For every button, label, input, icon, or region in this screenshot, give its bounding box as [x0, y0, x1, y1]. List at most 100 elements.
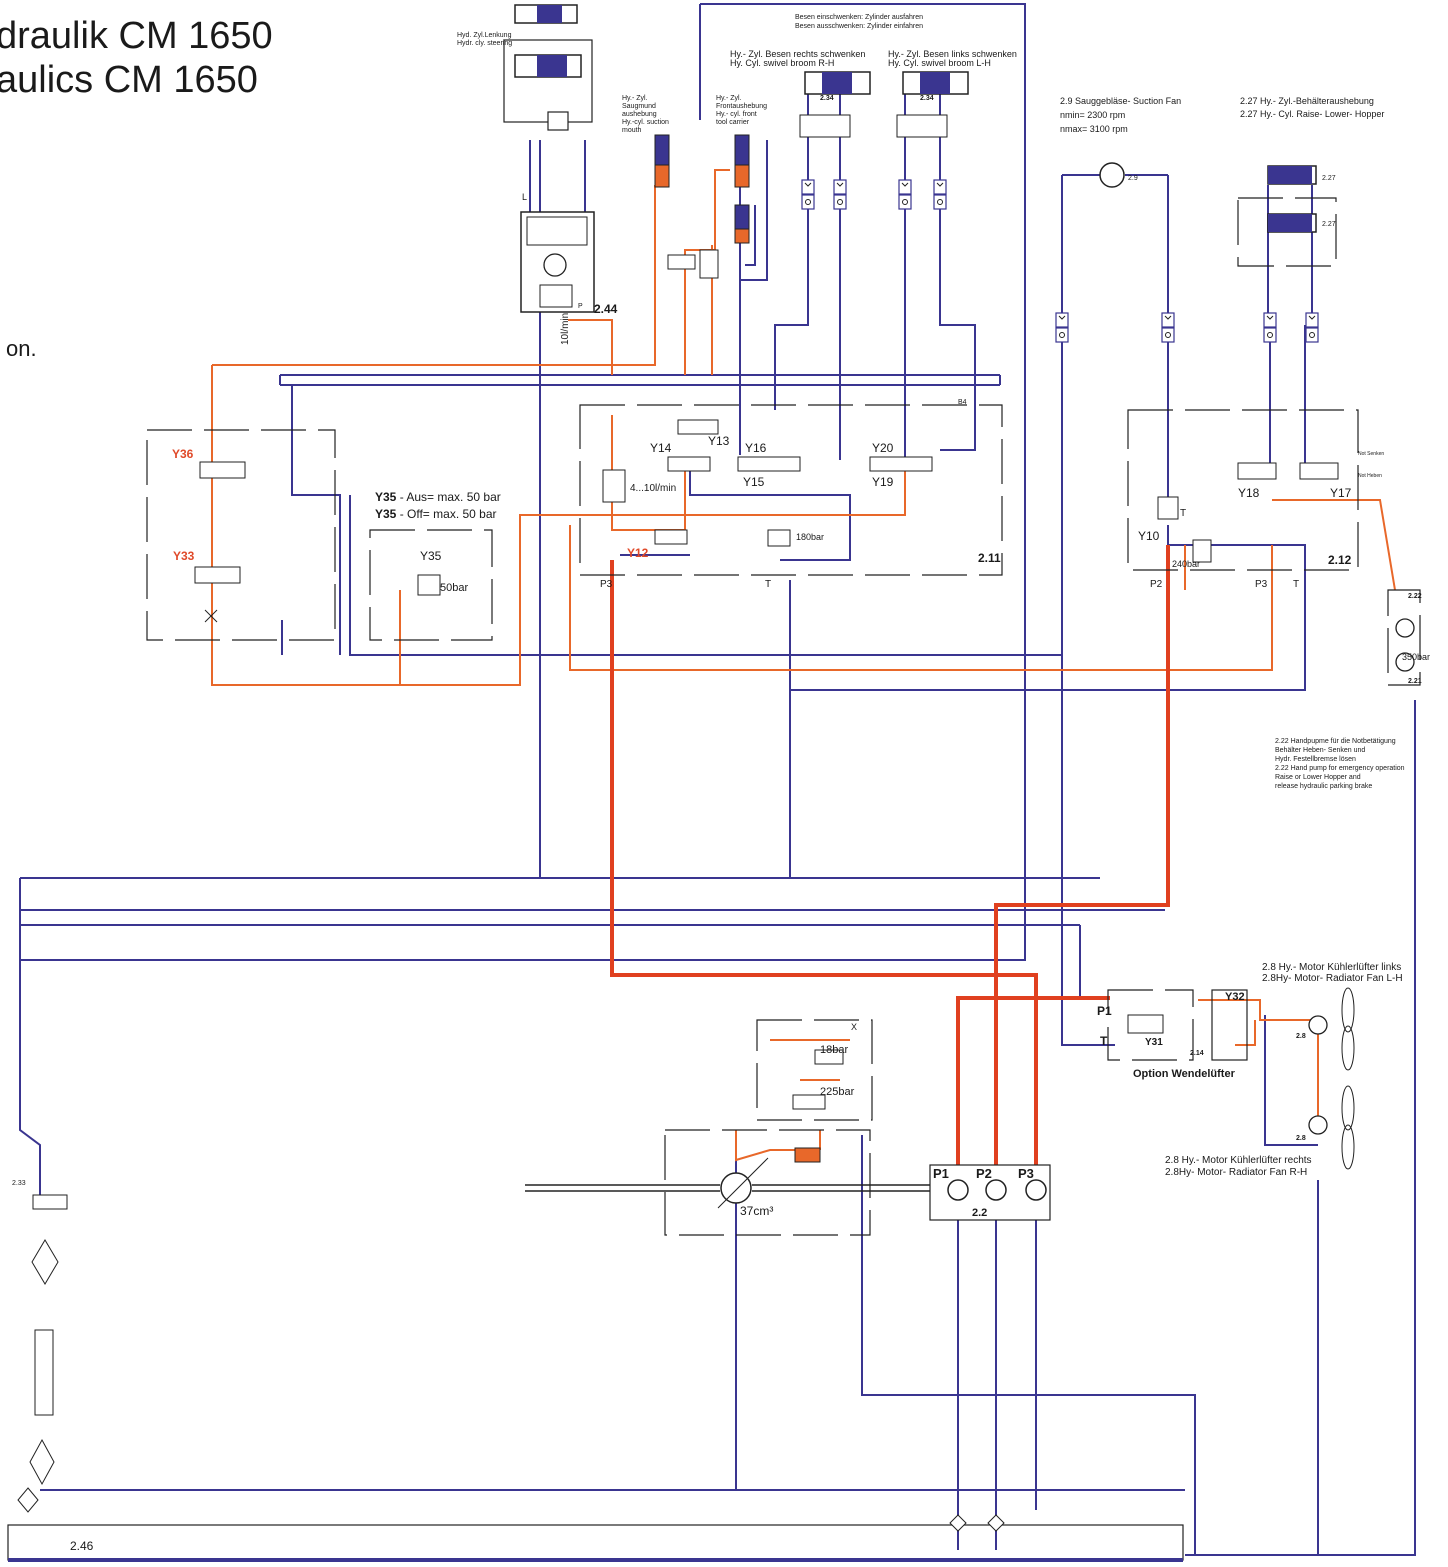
port-p-steering: P [578, 303, 583, 310]
valve-block-2-12 [1157, 462, 1339, 563]
valve-y31: Y31 [1145, 1037, 1163, 1048]
title-line-3: on. [6, 336, 37, 361]
svg-text:Hy.- Zyl.: Hy.- Zyl. [622, 95, 648, 102]
option-reverse-fan-label: Option Wendelüfter [1133, 1068, 1236, 1080]
valve-y33: Y33 [173, 549, 195, 563]
broom-lh-label-1: Hy.- Zyl. Besen links schwenken [888, 49, 1017, 59]
pressure-350bar: 350bar [1402, 652, 1430, 662]
valve-y36: Y36 [172, 447, 194, 461]
title-line-1: draulik CM 1650 [0, 15, 273, 57]
svg-text:Raise or Lower Hopper and: Raise or Lower Hopper and [1275, 774, 1361, 781]
valve-y14: Y14 [650, 441, 672, 455]
hopper-cylinders [1267, 165, 1317, 233]
left-valve-group [194, 461, 441, 623]
component-2-2: 2.2 [972, 1207, 987, 1219]
not-heben-label: Not Heben [1358, 473, 1382, 479]
broom-rh-label-2: Hy. Cyl. swivel broom R-H [730, 58, 834, 68]
svg-text:aushebung: aushebung [622, 111, 657, 118]
component-2-22: 2.22 [1408, 593, 1422, 600]
valve-y15: Y15 [743, 475, 765, 489]
component-2-9: 2.9 [1128, 175, 1138, 182]
svg-text:Hy.-cyl. suction: Hy.-cyl. suction [622, 119, 669, 126]
component-2-27-a: 2.27 [1322, 175, 1336, 182]
port-t-2-14: T [1100, 1034, 1108, 1048]
port-t-2-11: T [765, 579, 771, 590]
steering-cyl-label-1: Hyd. Zyl.Lenkung [457, 32, 512, 39]
dashed-boxes [146, 197, 1421, 1236]
broom-cylinders [799, 71, 969, 138]
fan-lh-label-2: 2.8Hy- Motor- Radiator Fan L-H [1262, 973, 1403, 984]
valve-y35: Y35 [420, 549, 442, 563]
suction-fan-label-2: nmin= 2300 rpm [1060, 110, 1125, 120]
valve-y16: Y16 [745, 441, 767, 455]
pump-p3: P3 [1018, 1166, 1034, 1181]
steering-cyl-label-2: Hydr. cly. steering [457, 40, 512, 47]
filter-column [7, 1194, 1184, 1562]
svg-text:Hydr. Festellbremse lösen: Hydr. Festellbremse lösen [1275, 756, 1356, 763]
pressure-50bar: 50bar [440, 582, 468, 594]
component-2-21: 2.21 [1408, 678, 1422, 685]
broom-note-2: Besen ausschwenken: Zylinder einfahren [795, 23, 923, 30]
valve-y13: Y13 [708, 434, 730, 448]
valve-y18: Y18 [1238, 486, 1260, 500]
steering-assembly [503, 4, 595, 313]
component-2-34-b: 2.34 [920, 95, 934, 102]
suction-fan-label-1: 2.9 Sauggebläse- Suction Fan [1060, 96, 1181, 106]
component-2-27-b: 2.27 [1322, 221, 1336, 228]
pressure-18bar: 18bar [820, 1044, 848, 1056]
port-x: X [851, 1022, 857, 1032]
valve-y10: Y10 [1138, 529, 1160, 543]
component-2-34-a: 2.34 [820, 95, 834, 102]
broom-rh-label-1: Hy.- Zyl. Besen rechts schwenken [730, 49, 865, 59]
pressure-180bar: 180bar [796, 532, 824, 542]
fan-rh-label-2: 2.8Hy- Motor- Radiator Fan R-H [1165, 1167, 1307, 1178]
title-line-2: aulics CM 1650 [0, 59, 258, 101]
return-lines [19, 3, 1416, 1556]
broom-lh-label-2: Hy. Cyl. swivel broom L-H [888, 58, 991, 68]
not-senken-label: Not Senken [1358, 451, 1384, 457]
port-t-2-12: T [1293, 579, 1299, 590]
radiator-fans [1211, 987, 1355, 1170]
pressure-225bar: 225bar [820, 1086, 855, 1098]
fan-rh-label-1: 2.8 Hy.- Motor Kühlerlüfter rechts [1165, 1155, 1312, 1166]
pump-p2: P2 [976, 1166, 992, 1181]
front-cylinders [654, 134, 750, 279]
valve-y12: Y12 [627, 546, 649, 560]
port-p1-2-14: P1 [1097, 1004, 1112, 1018]
hopper-label-1: 2.27 Hy.- Zyl.-Behälteraushebung [1240, 96, 1374, 106]
component-2-12: 2.12 [1328, 553, 1352, 567]
pump-p1: P1 [933, 1166, 949, 1181]
reverse-fan-valve [1127, 1014, 1164, 1034]
pressure-240bar: 240bar [1172, 559, 1200, 569]
hand-pump [1395, 618, 1415, 672]
hand-pump-label: 2.22 Handpupme für die Notbetätigung Beh… [1275, 738, 1405, 790]
component-2-14: 2.14 [1190, 1050, 1204, 1057]
front-lift-cyl-label: Hy.- Zyl. Frontaushebung Hy.- cyl. front… [716, 95, 767, 126]
port-b4: B4 [958, 399, 967, 406]
svg-text:2.22 Hand pump for emergency o: 2.22 Hand pump for emergency operation [1275, 765, 1405, 772]
main-pump [525, 1049, 1051, 1221]
svg-text:release hydraulic parking brak: release hydraulic parking brake [1275, 783, 1372, 790]
pump-displacement: 37cm³ [740, 1204, 773, 1218]
flow-4-10-lmin: 4...10l/min [630, 483, 676, 494]
svg-text:Hy.- Zyl.: Hy.- Zyl. [716, 95, 742, 102]
flow-10-lmin: 10l/min [560, 313, 571, 345]
valve-y32: Y32 [1225, 991, 1245, 1003]
valve-y17: Y17 [1330, 486, 1352, 500]
port-p2-2-12: P2 [1150, 579, 1163, 590]
svg-text:Behälter Heben- Senken und: Behälter Heben- Senken und [1275, 747, 1365, 754]
quick-couplings [801, 179, 1319, 343]
y35-note-1: Y35 - Aus= max. 50 bar [375, 490, 501, 504]
svg-text:2.22 Handpupme für die Notbetä: 2.22 Handpupme für die Notbetätigung [1275, 738, 1396, 745]
port-t-y10: T [1180, 508, 1186, 519]
suction-mouth-cyl-label: Hy.- Zyl. Saugmund aushebung Hy.-cyl. su… [622, 95, 669, 134]
component-2-33: 2.33 [12, 1180, 26, 1187]
fan-lh-label-1: 2.8 Hy.- Motor Kühlerlüfter links [1262, 962, 1401, 973]
component-2-44: 2.44 [594, 302, 618, 316]
svg-text:tool carrier: tool carrier [716, 119, 750, 126]
suction-fan-label-3: nmax= 3100 rpm [1060, 124, 1128, 134]
component-2-8-a: 2.8 [1296, 1033, 1306, 1040]
port-p3-2-12: P3 [1255, 579, 1268, 590]
broom-note-1: Besen einschwenken: Zylinder ausfahren [795, 14, 923, 21]
